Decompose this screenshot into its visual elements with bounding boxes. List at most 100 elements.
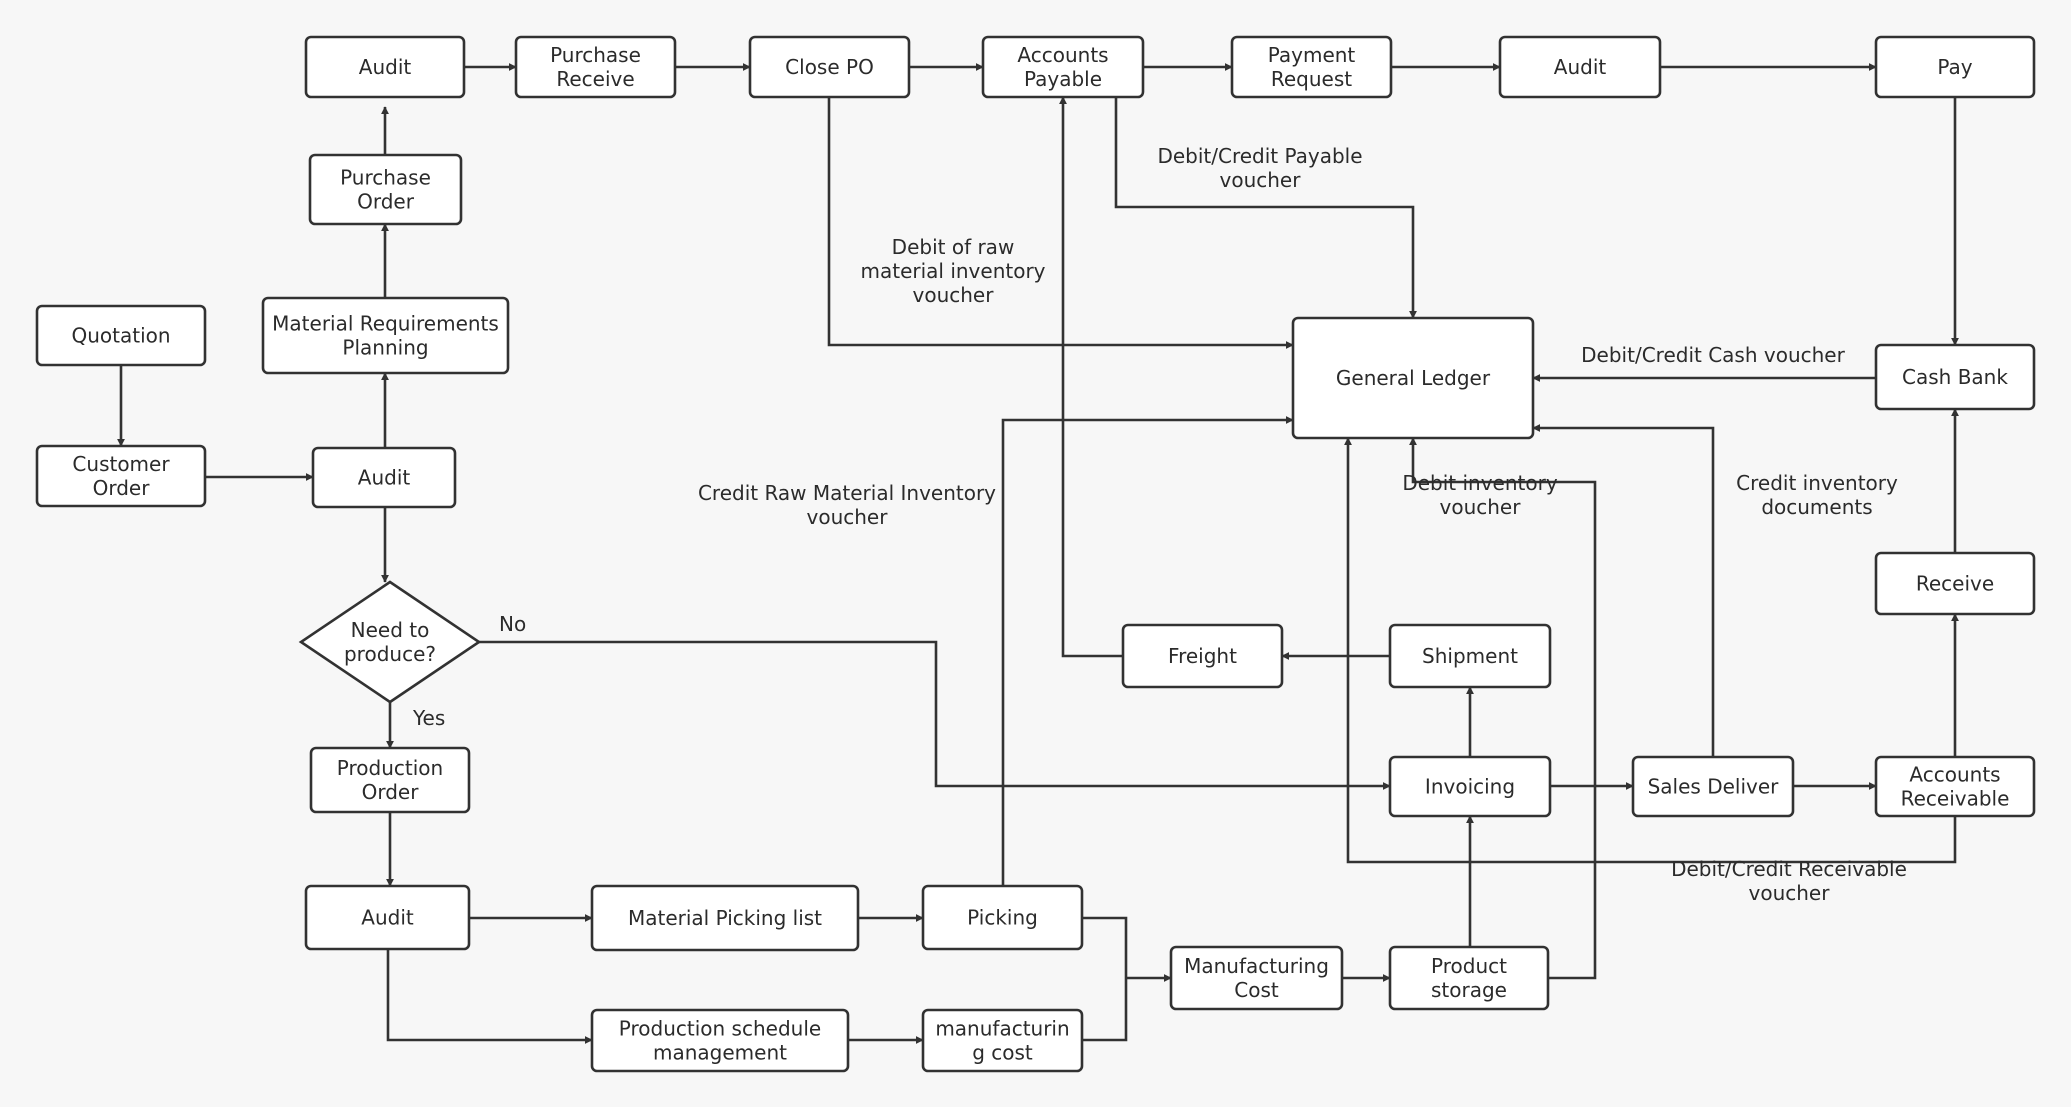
node-mrp-box	[261, 296, 510, 375]
node-audit-top-text: Audit	[359, 55, 412, 79]
node-product-storage-text: Product	[1431, 954, 1507, 978]
node-pay: Pay	[1874, 35, 2036, 99]
node-cash-bank-box	[1874, 343, 2036, 411]
edges	[117, 63, 1959, 1044]
node-shipment: Shipment	[1388, 623, 1552, 689]
label-no: No	[499, 612, 526, 636]
label-debit-raw-material-text: material inventory	[860, 259, 1045, 283]
edge-audit-to-production-schedule	[386, 949, 593, 1044]
node-general-ledger: General Ledger	[1291, 316, 1535, 440]
node-mrp-text: Material Requirements	[272, 312, 499, 336]
node-freight-box	[1121, 623, 1284, 689]
node-shipment-box	[1388, 623, 1552, 689]
node-audit-order-text: Audit	[358, 466, 411, 490]
label-credit-raw-material-text: Credit Raw Material Inventory	[698, 481, 996, 505]
edge-accounts-payable-to-general-ledger	[1114, 97, 1417, 319]
node-production-order-box	[309, 746, 471, 814]
node-customer-order-text: Order	[93, 476, 151, 500]
node-payment-request-box	[1230, 35, 1393, 99]
node-material-picking-list-text: Material Picking list	[628, 906, 822, 930]
edge-sales-deliver-to-general-ledger	[1532, 424, 1715, 757]
node-purchase-order-text: Purchase	[340, 166, 431, 190]
node-quotation: Quotation	[35, 304, 207, 367]
node-purchase-order-box	[308, 153, 463, 226]
node-manufacturing-cost-text: Manufacturing	[1184, 954, 1329, 978]
node-manufacturing-cost-box	[1169, 945, 1344, 1011]
label-debit-inventory-text: Debit inventory	[1402, 471, 1558, 495]
node-quotation-box	[35, 304, 207, 367]
label-debit-raw-material-text: voucher	[913, 283, 995, 307]
node-manufacturing-cost-text: Cost	[1234, 978, 1279, 1002]
edge-picking-to-general-ledger	[1001, 416, 1294, 888]
label-credit-raw-material-text: voucher	[807, 505, 889, 529]
node-receive-text: Receive	[1916, 572, 1994, 596]
node-accounts-receivable-text: Receivable	[1901, 787, 2010, 811]
node-pay-box	[1874, 35, 2036, 99]
node-purchase-receive-text: Purchase	[550, 43, 641, 67]
node-accounts-payable-box	[981, 35, 1145, 99]
node-picking-box	[921, 884, 1084, 951]
node-customer-order-text: Customer	[72, 452, 170, 476]
node-audit-order-box	[311, 446, 457, 509]
label-debit-credit-payable-text: voucher	[1220, 168, 1302, 192]
node-audit-order: Audit	[311, 446, 457, 509]
node-picking: Picking	[921, 884, 1084, 951]
node-accounts-payable-text: Accounts	[1017, 43, 1108, 67]
node-receive-box	[1874, 551, 2036, 616]
node-accounts-payable-text: Payable	[1024, 67, 1102, 91]
node-purchase-receive-text: Receive	[556, 67, 634, 91]
node-freight: Freight	[1121, 623, 1284, 689]
node-production-schedule-text: management	[653, 1041, 787, 1065]
node-receive: Receive	[1874, 551, 2036, 616]
node-need-to-produce-text: Need to	[351, 618, 430, 642]
node-product-storage-box	[1388, 945, 1550, 1011]
node-audit-production-box	[304, 884, 471, 951]
label-debit-credit-receivable-text: Debit/Credit Receivable	[1671, 857, 1907, 881]
edge-close-po-to-general-ledger	[827, 97, 1294, 349]
node-invoicing: Invoicing	[1388, 755, 1552, 818]
node-manufacturing-cost-small-text: g cost	[972, 1041, 1033, 1065]
node-manufacturing-cost-small-box	[921, 1008, 1084, 1073]
node-sales-deliver-box	[1631, 755, 1795, 818]
node-customer-order-box	[35, 444, 207, 508]
node-cash-bank-text: Cash Bank	[1902, 365, 2008, 389]
node-audit-top-box	[304, 35, 466, 99]
label-debit-credit-cash: Debit/Credit Cash voucher	[1581, 343, 1845, 367]
label-credit-inventory-text: documents	[1761, 495, 1872, 519]
node-payment-request-text: Request	[1271, 67, 1352, 91]
label-debit-inventory-text: voucher	[1440, 495, 1522, 519]
node-audit-production: Audit	[304, 884, 471, 951]
node-general-ledger-text: General Ledger	[1336, 366, 1491, 390]
node-close-po-box	[748, 35, 911, 99]
node-invoicing-box	[1388, 755, 1552, 818]
node-accounts-receivable-box	[1874, 755, 2036, 818]
node-purchase-order-text: Order	[357, 190, 415, 214]
node-product-storage-text: storage	[1431, 978, 1507, 1002]
node-payment-request-text: Payment	[1268, 43, 1356, 67]
node-production-order-text: Production	[337, 756, 443, 780]
node-shipment-text: Shipment	[1422, 644, 1518, 668]
node-invoicing-text: Invoicing	[1425, 775, 1515, 799]
node-audit-payment: Audit	[1498, 35, 1662, 99]
edge-picking-to-manufacturing-cost	[1082, 916, 1128, 1042]
node-general-ledger-box	[1291, 316, 1535, 440]
node-quotation-text: Quotation	[71, 324, 170, 348]
edge-freight-to-accounts-payable	[1059, 96, 1123, 658]
